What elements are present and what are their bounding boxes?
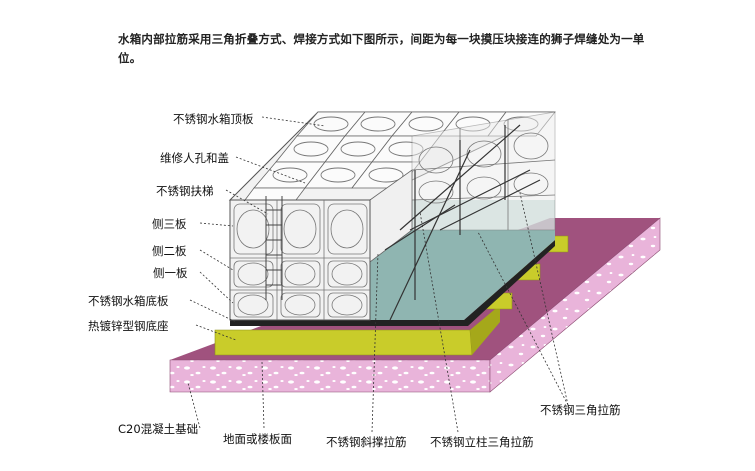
tank-back-wall xyxy=(411,111,556,231)
leader-lines xyxy=(187,116,569,433)
label-concrete: C20混凝土基础 xyxy=(118,422,199,436)
label-top-plate: 不锈钢水箱顶板 xyxy=(173,112,254,126)
tank-front-wall xyxy=(229,199,371,321)
label-manhole: 维修人孔和盖 xyxy=(160,151,229,165)
label-side-one: 侧一板 xyxy=(153,266,188,280)
label-diagonal-brace: 不锈钢斜撑拉筋 xyxy=(326,435,407,449)
label-side-three: 侧三板 xyxy=(152,217,187,231)
label-steel-base: 热镀锌型钢底座 xyxy=(88,319,169,333)
label-ladder: 不锈钢扶梯 xyxy=(156,184,214,198)
ladder xyxy=(265,196,283,300)
label-side-two: 侧二板 xyxy=(152,244,187,258)
label-column-brace: 不锈钢立柱三角拉筋 xyxy=(430,435,534,449)
internal-braces xyxy=(384,124,541,321)
label-bottom-plate: 不锈钢水箱底板 xyxy=(88,294,169,308)
steel-base-beams xyxy=(214,235,569,356)
label-triangle-brace: 不锈钢三角拉筋 xyxy=(540,403,621,417)
label-floor: 地面或楼板面 xyxy=(223,432,292,446)
intro-text: 水箱内部拉筋采用三角折叠方式、焊接方式如下图所示，间距为每一块摸压块接连的狮子焊… xyxy=(118,32,645,65)
